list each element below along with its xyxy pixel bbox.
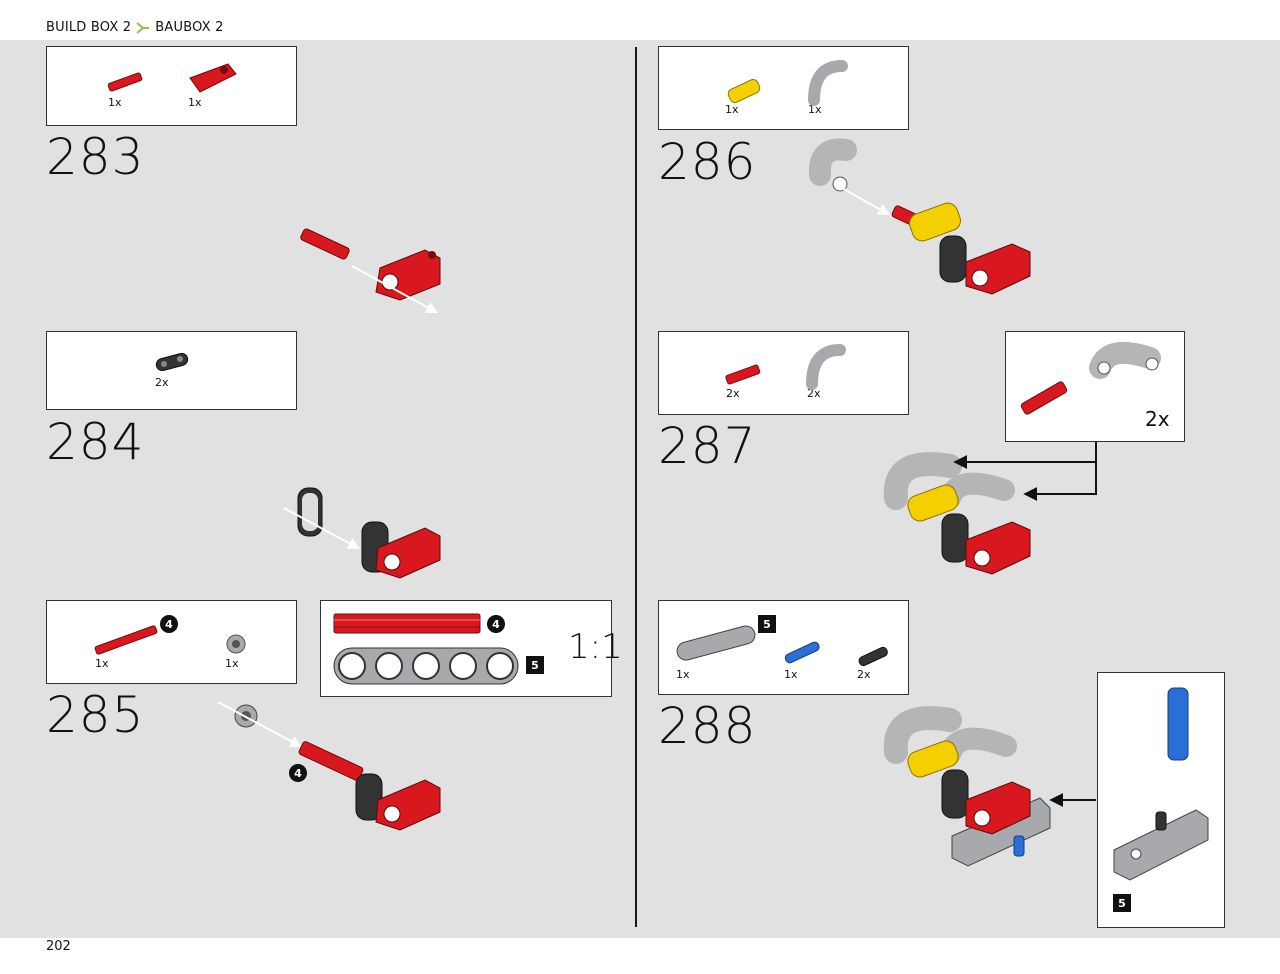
ruler-beam-icon <box>333 647 519 685</box>
gray-bushing-icon <box>226 634 246 654</box>
page-number: 202 <box>46 939 71 954</box>
part-qty: 1x <box>676 668 690 681</box>
step-287-assembly <box>883 442 1097 575</box>
part-qty: 1x <box>95 657 109 670</box>
gray-curved-tube-icon <box>806 344 846 390</box>
parts-callout-286 <box>658 46 909 130</box>
black-pin-icon <box>858 646 888 667</box>
step-number-284: 284 <box>46 413 145 471</box>
parts-callout-284 <box>46 331 297 410</box>
length-badge: 5 <box>758 615 776 633</box>
step-288-assembly <box>883 706 1096 867</box>
length-badge: 4 <box>289 764 307 782</box>
part-qty: 1x <box>225 657 239 670</box>
parts-callout-287 <box>658 331 909 415</box>
breadcrumb: BUILD BOX 2 BAUBOX 2 <box>46 20 224 35</box>
step-number-285: 285 <box>46 686 145 744</box>
step-286-assembly <box>808 138 1031 295</box>
part-qty: 1x <box>108 96 122 109</box>
parts-callout-285 <box>46 600 297 684</box>
step-285-assembly <box>217 701 441 831</box>
part-qty: 2x <box>155 376 169 389</box>
column-divider <box>635 47 637 927</box>
part-qty: 1x <box>188 96 202 109</box>
red-axle-short-icon <box>107 72 143 92</box>
parts-callout-283 <box>46 46 297 126</box>
length-badge: 5 <box>526 656 544 674</box>
red-axle-short-icon <box>725 364 761 385</box>
length-badge: 4 <box>487 615 505 633</box>
scale-label: 1:1 <box>568 627 623 667</box>
red-axle-4-icon <box>94 625 158 655</box>
gray-curved-tube-icon <box>808 60 848 106</box>
breadcrumb-build-box: BUILD BOX 2 <box>46 20 132 35</box>
subassembly-multiplier: 2x <box>1145 407 1170 431</box>
page-footer <box>0 938 1280 974</box>
gray-beam-5-icon <box>676 625 756 661</box>
step-287-subassembly <box>1020 341 1161 415</box>
breadcrumb-baubox: BAUBOX 2 <box>155 20 224 35</box>
part-qty: 1x <box>784 668 798 681</box>
ruler-axle-icon <box>333 613 481 634</box>
step-number-283: 283 <box>46 128 145 186</box>
step-284-assembly <box>283 487 441 579</box>
page-header: BUILD BOX 2 BAUBOX 2 <box>0 0 1280 40</box>
subassembly-callout-288 <box>1097 672 1225 928</box>
part-qty: 1x <box>725 103 739 116</box>
length-badge: 4 <box>160 615 178 633</box>
part-qty: 2x <box>807 387 821 400</box>
yellow-axle-joiner-icon <box>727 79 761 103</box>
part-qty: 2x <box>857 668 871 681</box>
step-number-286: 286 <box>658 133 757 191</box>
step-288-subassembly <box>1113 687 1209 881</box>
red-connector-icon <box>189 63 237 93</box>
length-badge: 5 <box>1113 894 1131 912</box>
blue-pin-icon <box>784 641 820 664</box>
part-qty: 2x <box>726 387 740 400</box>
arrow-separator-icon <box>136 21 150 34</box>
part-qty: 1x <box>808 103 822 116</box>
black-link-icon <box>155 352 189 372</box>
step-283-assembly <box>300 228 441 314</box>
step-number-287: 287 <box>658 417 757 475</box>
step-number-288: 288 <box>658 697 757 755</box>
instruction-canvas <box>0 40 1280 938</box>
